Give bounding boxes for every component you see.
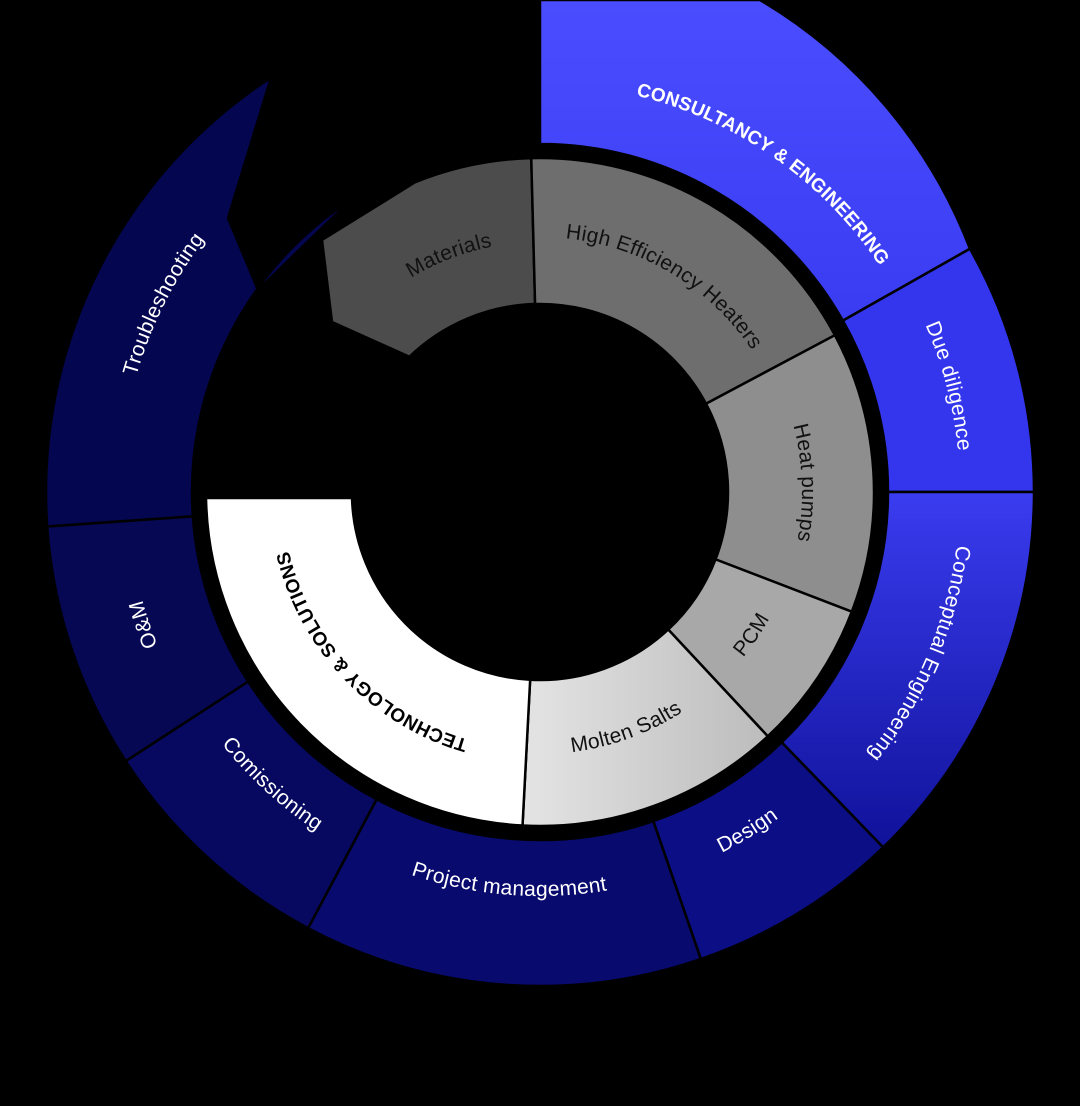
- inner-ring: [204, 156, 876, 828]
- segment-high-efficiency-heaters[interactable]: [529, 156, 837, 406]
- segment-troubleshooting[interactable]: [44, 74, 352, 528]
- outer-ring: [44, 0, 1036, 988]
- segment-technology-solutions[interactable]: [204, 496, 532, 827]
- segment-materials[interactable]: [320, 156, 537, 359]
- segment-consultancy-engineering[interactable]: [538, 0, 972, 323]
